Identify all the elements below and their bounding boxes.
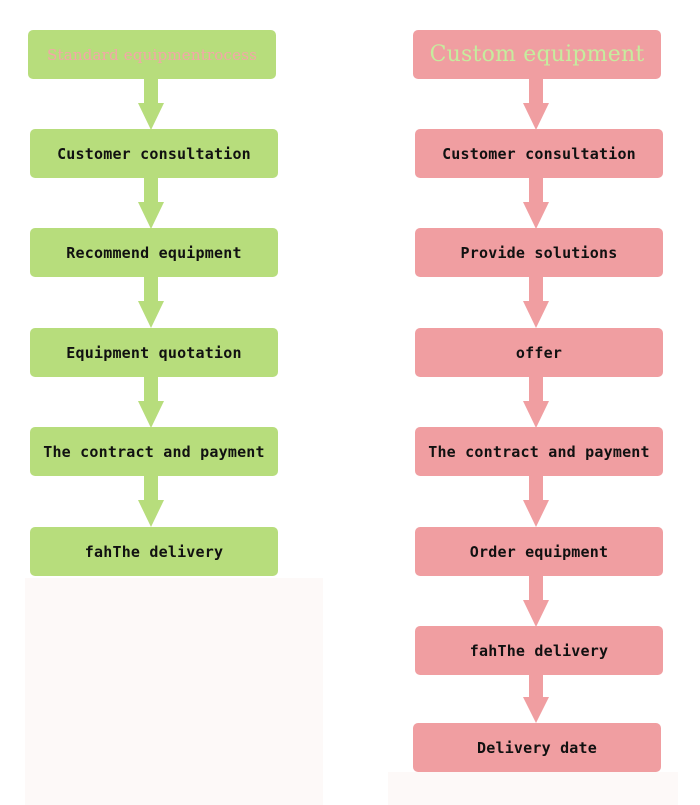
standard-step-equipment-quotation: Equipment quotation: [30, 328, 278, 377]
custom-flow-title: Custom equipment: [413, 30, 661, 79]
background-panel-right: [388, 772, 678, 805]
background-panel-left: [25, 578, 323, 805]
custom-step-provide-solutions: Provide solutions: [415, 228, 663, 277]
standard-step-delivery: fahThe delivery: [30, 527, 278, 576]
custom-step-customer-consultation: Customer consultation: [415, 129, 663, 178]
custom-step-delivery: fahThe delivery: [415, 626, 663, 675]
standard-flow-title: Standard equipmentrocess: [28, 30, 276, 79]
custom-step-delivery-date: Delivery date: [413, 723, 661, 772]
custom-step-order-equipment: Order equipment: [415, 527, 663, 576]
standard-step-contract-and-payment: The contract and payment: [30, 427, 278, 476]
custom-step-contract-and-payment: The contract and payment: [415, 427, 663, 476]
custom-step-offer: offer: [415, 328, 663, 377]
standard-step-customer-consultation: Customer consultation: [30, 129, 278, 178]
standard-step-recommend-equipment: Recommend equipment: [30, 228, 278, 277]
